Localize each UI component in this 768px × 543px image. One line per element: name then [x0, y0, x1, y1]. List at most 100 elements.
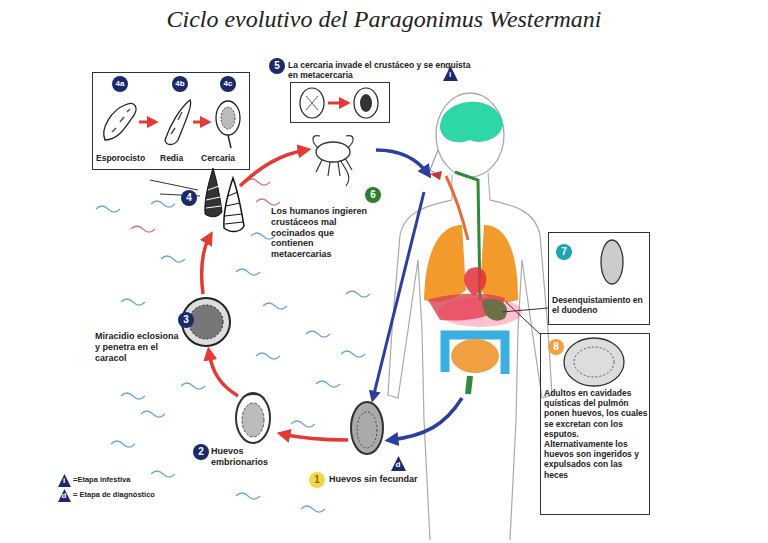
egg-detail	[357, 412, 377, 448]
water-wave	[306, 331, 330, 337]
stage-box: Adultos en cavidades quísticas del pulmó…	[540, 333, 650, 515]
cercaria-detail	[221, 107, 235, 129]
duodenum-highlight	[438, 297, 522, 327]
stage-marker: d	[58, 488, 71, 501]
sporocyst-detail	[112, 109, 130, 132]
water-wave	[111, 441, 135, 447]
water-wave	[291, 421, 315, 427]
water-wave	[316, 381, 340, 387]
crustacean-cyst	[300, 88, 324, 118]
stage-text: Esporocisto	[96, 153, 158, 163]
egg-operculum	[242, 394, 264, 398]
sporocyst	[104, 103, 136, 140]
water-wave	[131, 226, 155, 232]
metacercaria	[360, 94, 372, 112]
marker-triangle	[58, 474, 71, 487]
marker-triangle	[58, 489, 71, 502]
stage-note: Huevos embrionarios	[211, 446, 283, 468]
stage-note: Los humanos ingieren crustáceos mal coci…	[271, 206, 375, 260]
water-wave	[256, 199, 280, 205]
crustacean-cyst	[354, 88, 378, 118]
stage-marker: d	[391, 456, 406, 471]
stage-arrow	[328, 102, 346, 105]
legend-text: =Etapa infestiva	[73, 475, 130, 484]
legend-text: = Etapa de diagnóstico	[73, 490, 155, 499]
water-wave	[256, 353, 280, 359]
colon	[445, 335, 505, 374]
stage-arrow	[139, 121, 154, 124]
embryo	[242, 403, 264, 437]
diagram-title: Ciclo evolutivo del Paragonimus Westerma…	[0, 6, 768, 33]
cycle-arrow	[282, 434, 348, 440]
water-wave	[96, 206, 120, 212]
callout-number: 4b	[172, 76, 188, 92]
redia	[165, 100, 191, 145]
small-intestine	[451, 339, 499, 373]
stage-arrow	[193, 121, 207, 124]
callout-number: 3	[178, 312, 194, 328]
human-brain	[440, 102, 503, 143]
embryonated-egg	[236, 393, 270, 443]
water-wave	[151, 201, 175, 207]
stage-box: La cercaria invade el crustáceo y se enq…	[290, 82, 390, 123]
cercaria-tail	[228, 135, 231, 148]
heart	[464, 267, 486, 296]
stage-text: Redia	[160, 153, 200, 163]
stage-marker: i	[58, 473, 71, 486]
snail-whorl	[206, 186, 221, 208]
marker-letter: i	[443, 71, 458, 79]
marker-triangle	[443, 66, 458, 81]
water-wave	[236, 269, 260, 275]
redia-detail	[171, 112, 182, 134]
worm-detail	[574, 347, 614, 377]
stage-note: Huevos sin fecundar	[329, 474, 449, 485]
excysted-worm	[601, 240, 623, 284]
marker-letter: i	[58, 477, 71, 485]
water-wave	[181, 383, 205, 389]
adult-worm	[564, 338, 624, 386]
callout-number: 8	[548, 339, 564, 355]
stage-text: Adultos en cavidades quísticas del pulmó…	[544, 388, 648, 480]
water-wave	[346, 291, 370, 297]
water-wave	[121, 299, 145, 305]
stage-text: Desenquistamiento en el duodeno	[552, 295, 648, 315]
cycle-arrow	[390, 398, 462, 440]
callout-number: 7	[556, 244, 572, 260]
callout-number: 1	[309, 472, 325, 488]
callout-number: 6	[365, 187, 381, 203]
snail-shell	[205, 168, 222, 217]
marker-triangle	[391, 456, 406, 471]
callout-number: 5	[269, 58, 285, 74]
marker-letter: d	[58, 492, 71, 500]
cyst-detail	[306, 96, 318, 110]
crab-legs	[313, 136, 353, 186]
cercaria	[216, 101, 240, 135]
water-wave	[121, 393, 145, 399]
human-mouth	[430, 171, 442, 180]
cycle-arrow	[202, 236, 210, 294]
water-wave	[341, 351, 365, 357]
rectum	[468, 376, 470, 394]
stage-text: Cercaria	[201, 153, 249, 163]
water-wave	[246, 179, 270, 185]
water-wave	[236, 493, 260, 499]
water-wave	[301, 506, 325, 512]
callout-number: 4c	[220, 76, 236, 92]
unfertilized-egg	[351, 402, 383, 454]
cycle-arrow	[209, 352, 238, 396]
water-wave	[161, 256, 185, 262]
cycle-arrow	[376, 150, 428, 174]
lung	[480, 225, 518, 302]
callout-number: 4a	[112, 76, 128, 92]
callout-number: 4	[181, 190, 197, 206]
leader-line	[506, 302, 540, 334]
miracidium	[189, 305, 223, 339]
water-wave	[263, 303, 287, 309]
water-wave	[151, 471, 175, 477]
water-wave	[141, 411, 165, 417]
human-head	[436, 93, 504, 177]
lung	[424, 225, 466, 302]
leader-line	[502, 308, 548, 312]
human-body	[388, 200, 552, 540]
